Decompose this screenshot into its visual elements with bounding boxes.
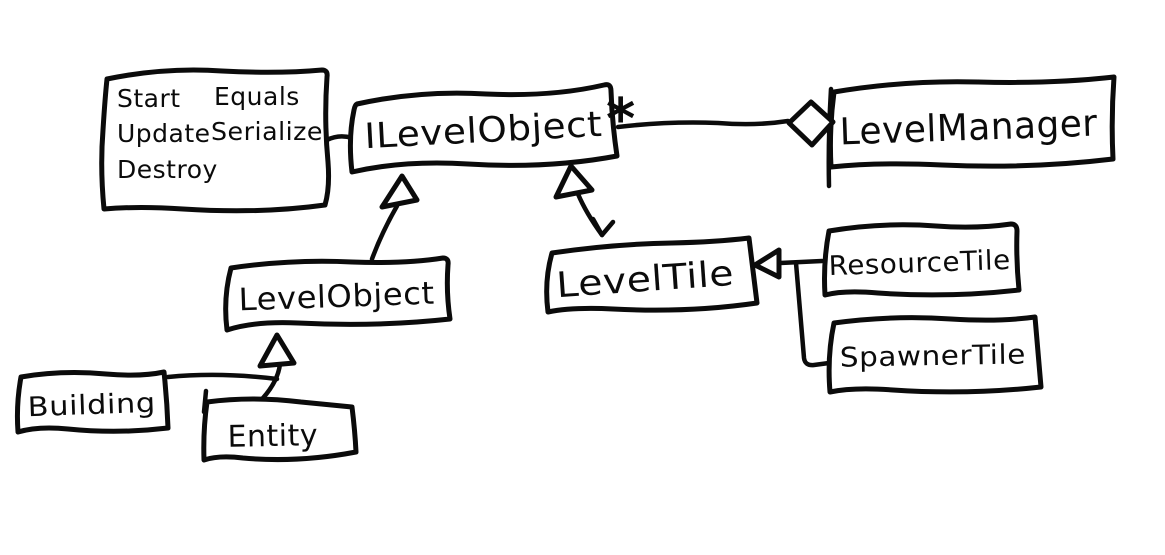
entity-box [201, 396, 359, 463]
building-label: Building [27, 388, 156, 423]
edge-building-levelobject [165, 372, 280, 382]
ilevelobject-box [347, 82, 620, 175]
hollow-triangle-arrowhead [752, 247, 782, 280]
aggregation-line [615, 118, 791, 130]
node-resourcetile: ResourceTile [822, 221, 1022, 298]
sketch-overshoot-stroke [201, 388, 209, 415]
multiplicity-label: * [606, 87, 636, 152]
levelmanager-box [827, 74, 1117, 170]
connector-line [165, 372, 280, 382]
method-label-destroy: Destroy [117, 155, 218, 184]
levelmanager-label: LevelManager [839, 102, 1099, 154]
edge-levelobject-ilevelobject [369, 203, 400, 262]
node-building: Building [14, 369, 171, 435]
resourcetile-label: ResourceTile [828, 245, 1011, 282]
resourcetile-box [822, 221, 1022, 298]
method-label-equals: Equals [214, 82, 300, 111]
hollow-triangle-arrowhead [553, 163, 595, 200]
sketch-arrow-barbs [590, 216, 616, 238]
spawnertile-box [826, 314, 1044, 395]
entity-label: Entity [227, 418, 318, 455]
method-label-serialize: Serialize [211, 117, 323, 146]
spawnertile-label: SpawnerTile [840, 339, 1027, 373]
node-levelmanager: LevelManager [826, 74, 1117, 189]
interface-note-box [99, 67, 332, 214]
levelobject-label: LevelObject [238, 276, 435, 319]
method-label-update: Update [117, 119, 211, 148]
levelobject-box [223, 255, 453, 333]
aggregation-diamond [786, 99, 836, 148]
building-box [14, 369, 171, 435]
edge-leveltile-ilevelobject [575, 191, 616, 238]
node-entity: Entity [201, 388, 359, 463]
method-label-start: Start [117, 84, 181, 113]
sketch-overshoot-stroke [826, 86, 834, 189]
edge-spawnertile-leveltile [793, 260, 832, 368]
node-ilevelobject: ILevelObject [347, 82, 620, 175]
node-interface-note: Start Update Destroy Equals Serialize [99, 67, 332, 214]
node-leveltile: LevelTile [544, 235, 760, 315]
inheritance-line [369, 203, 400, 262]
edge-entity-levelobject [260, 361, 283, 401]
leveltile-box [544, 235, 760, 315]
inheritance-line [777, 258, 825, 266]
hollow-triangle-arrowhead [257, 332, 297, 369]
node-spawnertile: SpawnerTile [826, 314, 1044, 395]
elbow-connector-line [793, 260, 832, 368]
inheritance-line [260, 361, 283, 401]
edge-markers: * [257, 87, 836, 369]
node-levelobject: LevelObject [223, 255, 453, 333]
hollow-triangle-arrowhead [379, 173, 420, 210]
edge-ilevelobject-levelmanager [615, 118, 791, 130]
edge-resourcetile-leveltile [777, 258, 825, 266]
